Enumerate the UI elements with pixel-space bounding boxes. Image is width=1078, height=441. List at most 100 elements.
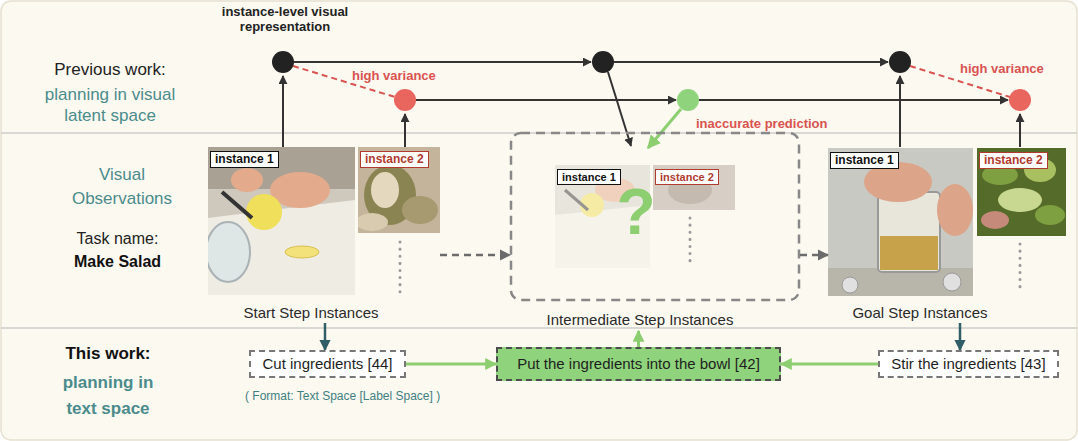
label-slot: Task name: (40, 229, 195, 249)
latent-lines-part (1019, 114, 1021, 147)
callout: inaccurate prediction (694, 116, 829, 131)
latent-lines-part (899, 76, 901, 147)
connector (324, 323, 327, 350)
latent-dots-part (592, 51, 614, 73)
connector (781, 363, 878, 366)
annotation: instance-level visual representation (200, 4, 370, 34)
dotted-continuation (400, 218, 1020, 292)
label-slot: ( Format: Text Space [Label Space] ) (245, 386, 440, 404)
dashed-frame (511, 133, 799, 300)
dotted-continuation-part (689, 218, 692, 262)
row-subtitle: planning in text space (53, 370, 163, 422)
format-note: ( Format: Text Space [Label Space] ) (245, 389, 440, 403)
label-slot: planning in text space (53, 370, 163, 422)
photo-stirring-part (828, 148, 973, 296)
instance-tag: instance 1 (557, 169, 621, 185)
step-box: Stir the ingredients [43] (878, 350, 1059, 378)
connector (959, 323, 962, 350)
photo-faded-part (565, 190, 588, 210)
label-slot: Make Salad (40, 252, 195, 272)
dotted-continuation-part (1019, 244, 1022, 292)
step-text: Stir the ingredients [43] (891, 355, 1045, 373)
photo-salad-part (998, 188, 1042, 212)
photo-salad-part (977, 148, 1066, 236)
latent-lines (283, 62, 1020, 148)
photo-stirring-part (943, 273, 961, 291)
group-label: Start Step Instances (243, 304, 378, 321)
dotted-continuation-part (399, 242, 402, 292)
latent-lines-part (699, 99, 1008, 101)
instance-tag: instance 2 (655, 169, 719, 185)
label-slot: Visual Observations (57, 163, 187, 211)
instance-image: instance 2 (358, 147, 440, 233)
instance-tag: instance 2 (360, 151, 429, 168)
latent-dots (272, 51, 1031, 111)
label-slot: planning in visual latent space (35, 84, 185, 126)
label-slot: ? (608, 180, 664, 244)
label-slot: high variance (958, 59, 1046, 77)
latent-dots-part (272, 51, 294, 73)
group-label: Intermediate Step Instances (547, 311, 734, 328)
instance-tag: instance 1 (830, 152, 899, 169)
photo-artichoke (358, 147, 440, 233)
latent-lines-part (614, 61, 888, 63)
photo-stirring-part (937, 184, 973, 236)
photo-stirring (828, 148, 973, 296)
connector (406, 363, 496, 366)
instance-image: instance 1 (828, 148, 973, 296)
instance-tag: instance 1 (210, 151, 279, 168)
latent-lines-part (282, 76, 284, 147)
photo-stirring-part (878, 192, 940, 272)
group-label: Goal Step Instances (852, 304, 987, 321)
instance-image: instance 2 (653, 165, 735, 210)
photo-stirring-part (880, 236, 938, 270)
photo-artichoke-part (402, 196, 438, 224)
photo-salad (977, 148, 1066, 236)
label-slot: inaccurate prediction (694, 114, 829, 132)
callout: high variance (958, 61, 1046, 76)
question-mark: ? (608, 180, 664, 244)
photo-artichoke-part (371, 172, 399, 208)
row-title: This work: (48, 343, 168, 365)
latent-dots-part (677, 89, 699, 111)
step-group: Start Step Instances instance 1 instance 2 (208, 147, 440, 323)
group-label-slot: Intermediate Step Instances (510, 310, 770, 329)
latent-lines-part (608, 72, 631, 146)
instance-image: instance 1 (208, 147, 355, 295)
group-label-slot: Start Step Instances (208, 303, 414, 322)
label-slot: Previous work: (20, 60, 200, 80)
photo-faded-part (653, 165, 735, 210)
photo-cutting-lemon (208, 147, 355, 295)
latent-lines-part (648, 109, 681, 148)
instance-tag: instance 2 (979, 152, 1048, 169)
photo-cutting-lemon-part (285, 246, 319, 258)
latent-dots-part (1009, 89, 1031, 111)
connector (440, 254, 510, 257)
photo-salad-part (981, 211, 1009, 229)
task-name: Make Salad (40, 252, 195, 272)
photo-cutting-lemon-part (246, 194, 282, 230)
photo-cutting-lemon-part (208, 222, 250, 282)
row-title: Previous work: (20, 60, 200, 80)
instance-image: instance 2 (977, 148, 1066, 236)
photo-cutting-lemon-part (222, 192, 252, 218)
separator (1, 327, 1077, 328)
photo-artichoke-part (358, 213, 388, 231)
row-title: Visual Observations (57, 163, 187, 211)
photo-salad-part (1035, 205, 1065, 225)
latent-lines-part (294, 61, 591, 63)
label-slot: instance-level visual representation (200, 4, 370, 34)
photo-stirring-part (842, 277, 858, 293)
row-subtitle: planning in visual latent space (35, 84, 185, 126)
connector (637, 331, 640, 347)
callout: high variance (350, 68, 438, 83)
group-label-slot: Goal Step Instances (828, 303, 1012, 322)
latent-dots-part (394, 89, 416, 111)
connector (800, 254, 828, 257)
step-group: Goal Step Instances instance 1 instance 2 (828, 148, 1068, 323)
latent-dots-part (889, 51, 911, 73)
label-slot: high variance (350, 66, 438, 84)
photo-cutting-lemon-part (231, 168, 263, 192)
